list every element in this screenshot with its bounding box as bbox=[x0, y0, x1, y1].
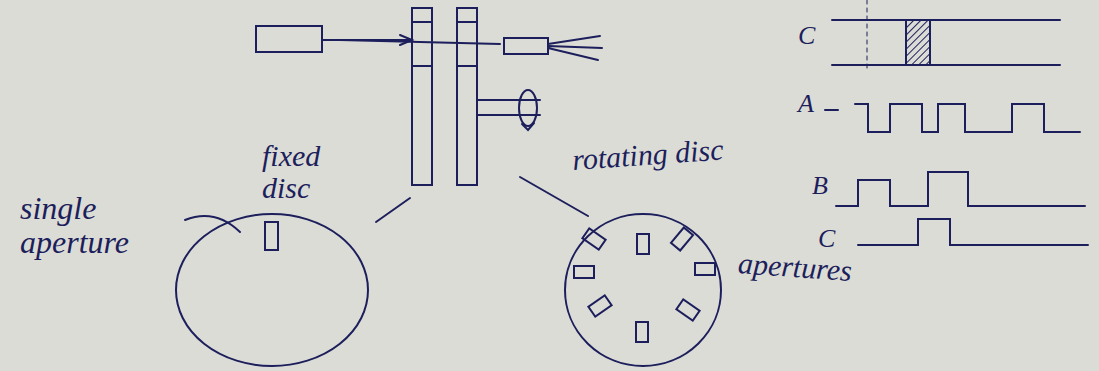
signal-name: B bbox=[812, 172, 842, 199]
part-label: apertures bbox=[737, 247, 879, 288]
arrow-head bbox=[400, 35, 412, 45]
aperture-mark bbox=[457, 65, 477, 67]
reference-line bbox=[867, 0, 868, 72]
single-aperture bbox=[265, 222, 278, 250]
fixed-disc-side bbox=[412, 8, 432, 185]
shaft bbox=[477, 99, 540, 101]
fixed-disc bbox=[176, 214, 368, 366]
aperture-mark bbox=[457, 21, 477, 23]
signal-b bbox=[848, 172, 1085, 206]
photodetector bbox=[504, 38, 548, 54]
shaft bbox=[477, 114, 540, 116]
rotating-disc bbox=[565, 214, 721, 366]
track-line bbox=[832, 64, 1060, 66]
part-label: rotating disc bbox=[571, 128, 803, 175]
part-label: fixed disc bbox=[262, 140, 372, 203]
part-label: single aperture bbox=[20, 192, 160, 259]
signal-name: C bbox=[798, 22, 828, 49]
arrow-head bbox=[522, 123, 534, 130]
light-source bbox=[256, 26, 322, 52]
signal-name: C bbox=[818, 225, 848, 252]
signal-tick bbox=[825, 109, 838, 111]
rotation-arrow bbox=[519, 90, 537, 126]
rotating-disc-side bbox=[457, 8, 477, 185]
signal-c bbox=[858, 219, 1088, 245]
aperture-mark bbox=[412, 65, 432, 67]
index-mark bbox=[906, 20, 930, 65]
output-wires bbox=[548, 36, 602, 60]
aperture-mark bbox=[412, 21, 432, 23]
leader-line bbox=[185, 216, 240, 232]
leader-line bbox=[520, 177, 588, 216]
signal-name: A bbox=[798, 90, 828, 117]
signal-tick bbox=[836, 205, 848, 207]
leader-line bbox=[376, 198, 410, 222]
track-line bbox=[832, 19, 1060, 21]
signal-a bbox=[855, 104, 1080, 132]
apertures bbox=[574, 227, 715, 342]
